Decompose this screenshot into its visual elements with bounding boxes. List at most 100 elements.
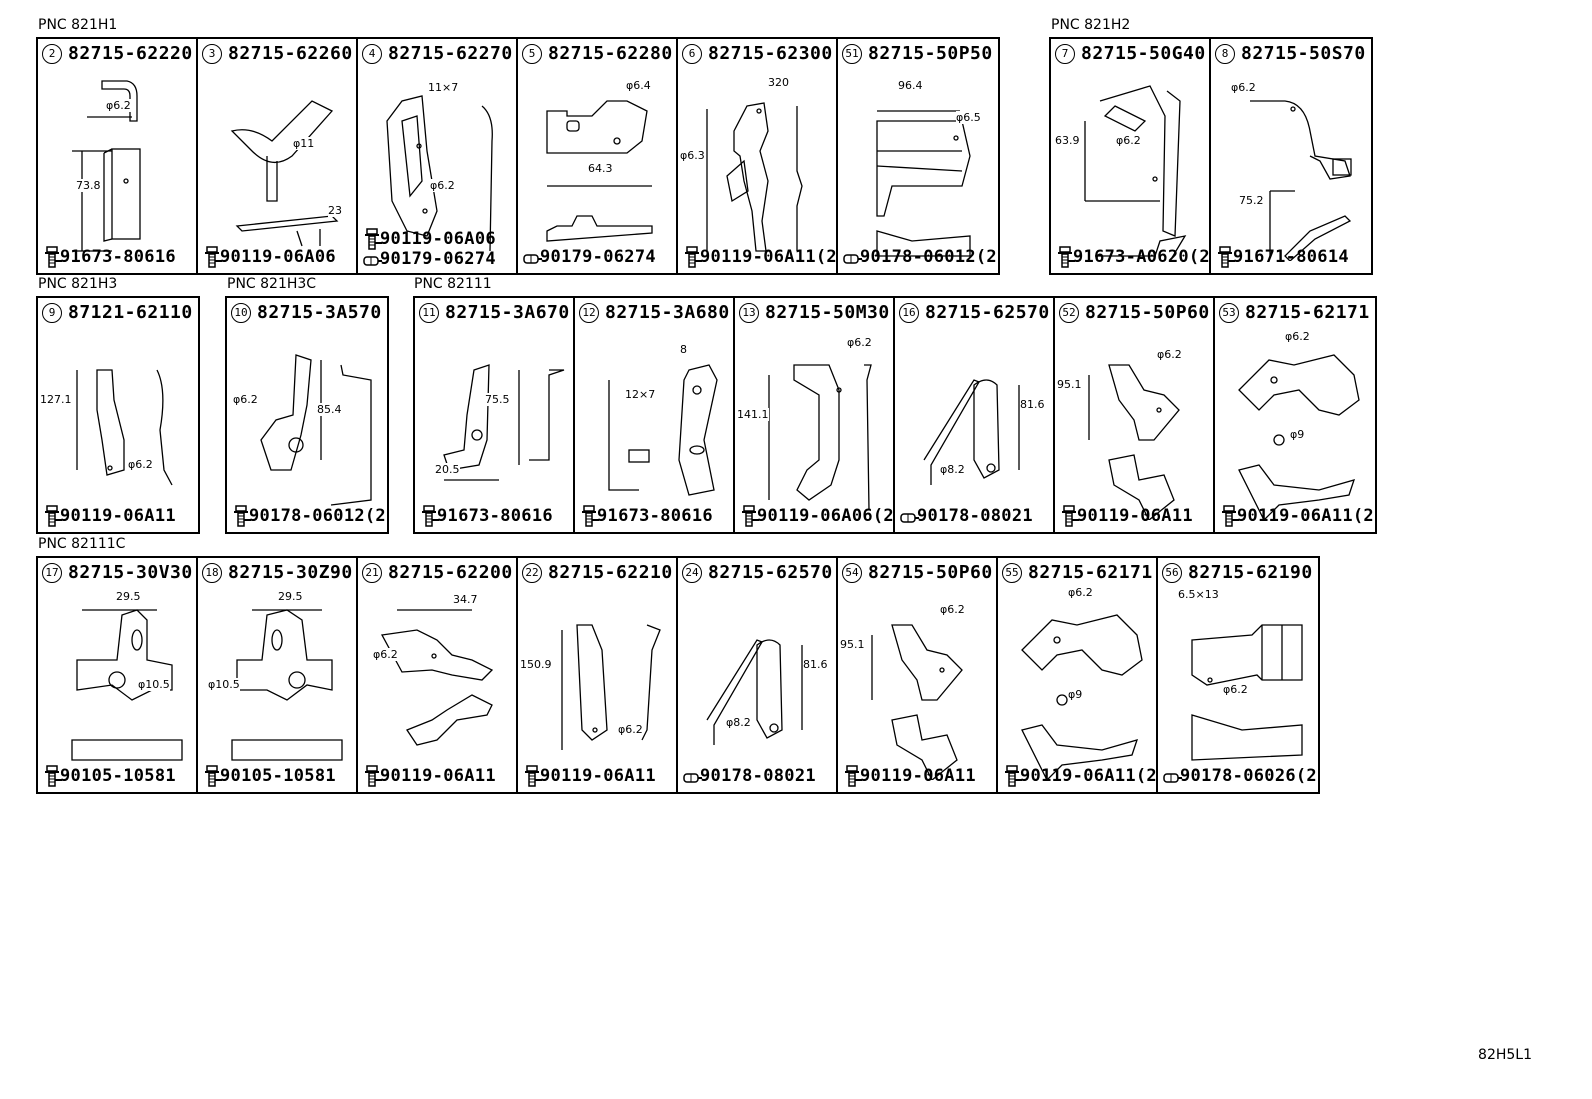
dimension-label: 96.4 — [898, 79, 923, 92]
part-number[interactable]: 82715-62210 — [548, 562, 673, 583]
dimension-label: φ10.5 — [138, 678, 170, 691]
part-number[interactable]: 82715-62260 — [228, 43, 353, 64]
fastener-number[interactable]: 90119-06A11(2) — [1237, 506, 1375, 526]
part-number[interactable]: 82715-50S70 — [1241, 43, 1366, 64]
fastener-number[interactable]: 90119-06A11(2) — [700, 247, 838, 267]
fastener-number[interactable]: 90178-08021 — [700, 766, 816, 786]
part-number[interactable]: 87121-62110 — [68, 302, 193, 323]
dimension-label: φ9 — [1290, 428, 1305, 441]
nut-icon — [522, 245, 542, 269]
fastener-number[interactable]: 91673-80616 — [437, 506, 553, 526]
fastener-number[interactable]: 90178-08021 — [917, 506, 1033, 526]
fastener-number[interactable]: 90119-06A11 — [60, 506, 176, 526]
part-drawing — [231, 328, 381, 506]
fastener-number[interactable]: 91673-80616 — [597, 506, 713, 526]
part-number[interactable]: 82715-62570 — [925, 302, 1050, 323]
dimension-label: 11×7 — [428, 81, 459, 94]
fastener-row: 90178-06026(2) — [1162, 764, 1318, 788]
fastener-number[interactable]: 91671-80614 — [1233, 247, 1349, 267]
bolt-icon — [739, 504, 759, 528]
fastener-row: 90119-06A06(2) — [739, 504, 895, 528]
dimension-label: φ6.2 — [373, 648, 398, 661]
part-number[interactable]: 82715-50G40 — [1081, 43, 1206, 64]
fastener-number[interactable]: 90105-10581 — [60, 766, 176, 786]
fastener-number[interactable]: 90119-06A06 — [380, 229, 496, 249]
fastener-number[interactable]: 90119-06A11 — [380, 766, 496, 786]
part-number[interactable]: 82715-62171 — [1245, 302, 1370, 323]
part-number[interactable]: 82715-30Z90 — [228, 562, 353, 583]
fastener-number[interactable]: 90119-06A11 — [860, 766, 976, 786]
part-number[interactable]: 82715-62280 — [548, 43, 673, 64]
part-number[interactable]: 82715-62220 — [68, 43, 193, 64]
part-number[interactable]: 82715-62200 — [388, 562, 513, 583]
part-number[interactable]: 82715-62171 — [1028, 562, 1153, 583]
part-number[interactable]: 82715-50P60 — [868, 562, 993, 583]
part-number[interactable]: 82715-3A570 — [257, 302, 382, 323]
fastener-number[interactable]: 90179-06274 — [540, 247, 656, 267]
fastener-number[interactable]: 91673-80616 — [60, 247, 176, 267]
part-header: 54 82715-50P60 — [842, 562, 993, 583]
fastener-number[interactable]: 90178-06026(2) — [1180, 766, 1318, 786]
part-number[interactable]: 82715-62270 — [388, 43, 513, 64]
index-circle: 16 — [899, 302, 919, 323]
index-circle: 54 — [842, 562, 862, 583]
fastener-number[interactable]: 90119-06A11 — [540, 766, 656, 786]
dimension-label: 12×7 — [625, 388, 656, 401]
part-drawing — [202, 588, 352, 761]
fastener-row: 91671-80614 — [1215, 245, 1349, 269]
dimension-label: 20.5 — [435, 463, 460, 476]
part-number[interactable]: 82715-30V30 — [68, 562, 193, 583]
fastener-number[interactable]: 90119-06A11 — [1077, 506, 1193, 526]
dimension-label: φ6.2 — [1157, 348, 1182, 361]
part-number[interactable]: 82715-62300 — [708, 43, 833, 64]
fastener-number[interactable]: 90119-06A06 — [220, 247, 336, 267]
fastener-number[interactable]: 90105-10581 — [220, 766, 336, 786]
fastener-number[interactable]: 90178-06012(2) — [249, 506, 387, 526]
fastener-number[interactable]: 90178-06012(2) — [860, 247, 998, 267]
part-number[interactable]: 82715-50P60 — [1085, 302, 1210, 323]
index-circle: 52 — [1059, 302, 1079, 323]
fastener-number-2[interactable]: 90179-06274 — [380, 249, 496, 269]
fastener-number[interactable]: 91673-A0620(2) — [1073, 247, 1211, 267]
dimension-label: 81.6 — [803, 658, 828, 671]
fastener-number[interactable]: 90119-06A11(2) — [1020, 766, 1158, 786]
fastener-row: 90119-06A06 — [202, 245, 336, 269]
part-number[interactable]: 82715-50M30 — [765, 302, 890, 323]
fastener-number[interactable]: 90119-06A06(2) — [757, 506, 895, 526]
part-number[interactable]: 82715-62570 — [708, 562, 833, 583]
dimension-label: 75.5 — [485, 393, 510, 406]
part-number[interactable]: 82715-3A680 — [605, 302, 730, 323]
part-number[interactable]: 82715-3A670 — [445, 302, 570, 323]
part-number[interactable]: 82715-50P50 — [868, 43, 993, 64]
nut-icon — [362, 247, 382, 271]
pnc-label-821h2: PNC 821H2 — [1051, 17, 1131, 33]
part-number[interactable]: 82715-62190 — [1188, 562, 1313, 583]
